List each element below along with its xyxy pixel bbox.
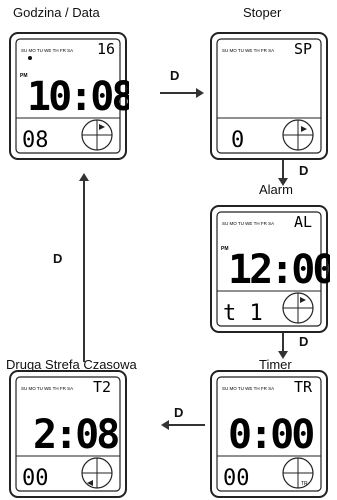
title-timer: Timer: [259, 357, 292, 372]
arrow-up: [79, 173, 89, 362]
mode-dial-icon: [81, 457, 113, 489]
lap-value: 0: [231, 128, 244, 153]
timer-seconds: 00: [223, 466, 250, 491]
pm-indicator: PM: [20, 73, 28, 79]
arrow-right: [160, 88, 204, 98]
timer-time: 0:00: [228, 412, 313, 458]
dual-seconds: 00: [22, 466, 49, 491]
arrow-label-d-down-2: D: [299, 334, 309, 349]
arrow-label-d-down-1: D: [299, 163, 309, 178]
mode-code: T2: [93, 378, 111, 396]
days-row: SU MO TU WE TH FR SA: [222, 48, 274, 53]
alarm-time: 12:00: [228, 247, 330, 293]
title-alarm: Alarm: [259, 182, 293, 197]
days-row: SU MO TU WE TH FR SA: [222, 386, 274, 391]
arrow-down-1: [278, 157, 288, 186]
title-time-date: Godzina / Data: [13, 5, 100, 20]
watch-screen-timer: SU MO TU WE TH FR SA TR 0:00 00 TR: [208, 368, 330, 500]
days-row: SU MO TU WE TH FR SA: [21, 48, 73, 53]
mode-code: SP: [294, 40, 312, 58]
dial-mode-label: TR: [301, 481, 308, 487]
mode-code: AL: [294, 213, 312, 231]
arrow-label-d-left: D: [174, 405, 184, 420]
title-stopwatch: Stoper: [243, 5, 282, 20]
days-row: SU MO TU WE TH FR SA: [21, 386, 73, 391]
alarm-number: t 1: [223, 301, 263, 326]
mode-code: TR: [294, 378, 313, 396]
day-indicator-dot: [28, 56, 32, 60]
days-row: SU MO TU WE TH FR SA: [222, 221, 274, 226]
mode-dial-icon: [282, 119, 314, 151]
watch-screen-time-date: SU MO TU WE TH FR SA 16 PM 10:08 08: [7, 30, 129, 162]
mode-dial-icon: [282, 292, 314, 324]
seconds-value: 08: [22, 128, 49, 153]
watch-screen-alarm: SU MO TU WE TH FR SA AL PM 12:00 t 1: [208, 203, 330, 335]
mode-dial-icon: [81, 119, 113, 151]
arrow-label-d-up: D: [53, 251, 63, 266]
watch-screen-dual-time: SU MO TU WE TH FR SA T2 2:08 00: [7, 368, 129, 500]
pm-indicator: PM: [221, 246, 229, 252]
watch-screen-stopwatch: SU MO TU WE TH FR SA SP 0: [208, 30, 330, 162]
arrow-down-2: [278, 330, 288, 359]
dual-time: 2:08: [33, 412, 118, 458]
date-value: 16: [97, 40, 115, 58]
main-time: 10:08: [27, 74, 129, 120]
mode-dial-icon: TR: [282, 457, 314, 489]
title-dual-time: Druga Strefa Czasowa: [6, 357, 137, 372]
arrow-left: [161, 420, 205, 430]
arrow-label-d-right: D: [170, 68, 180, 83]
